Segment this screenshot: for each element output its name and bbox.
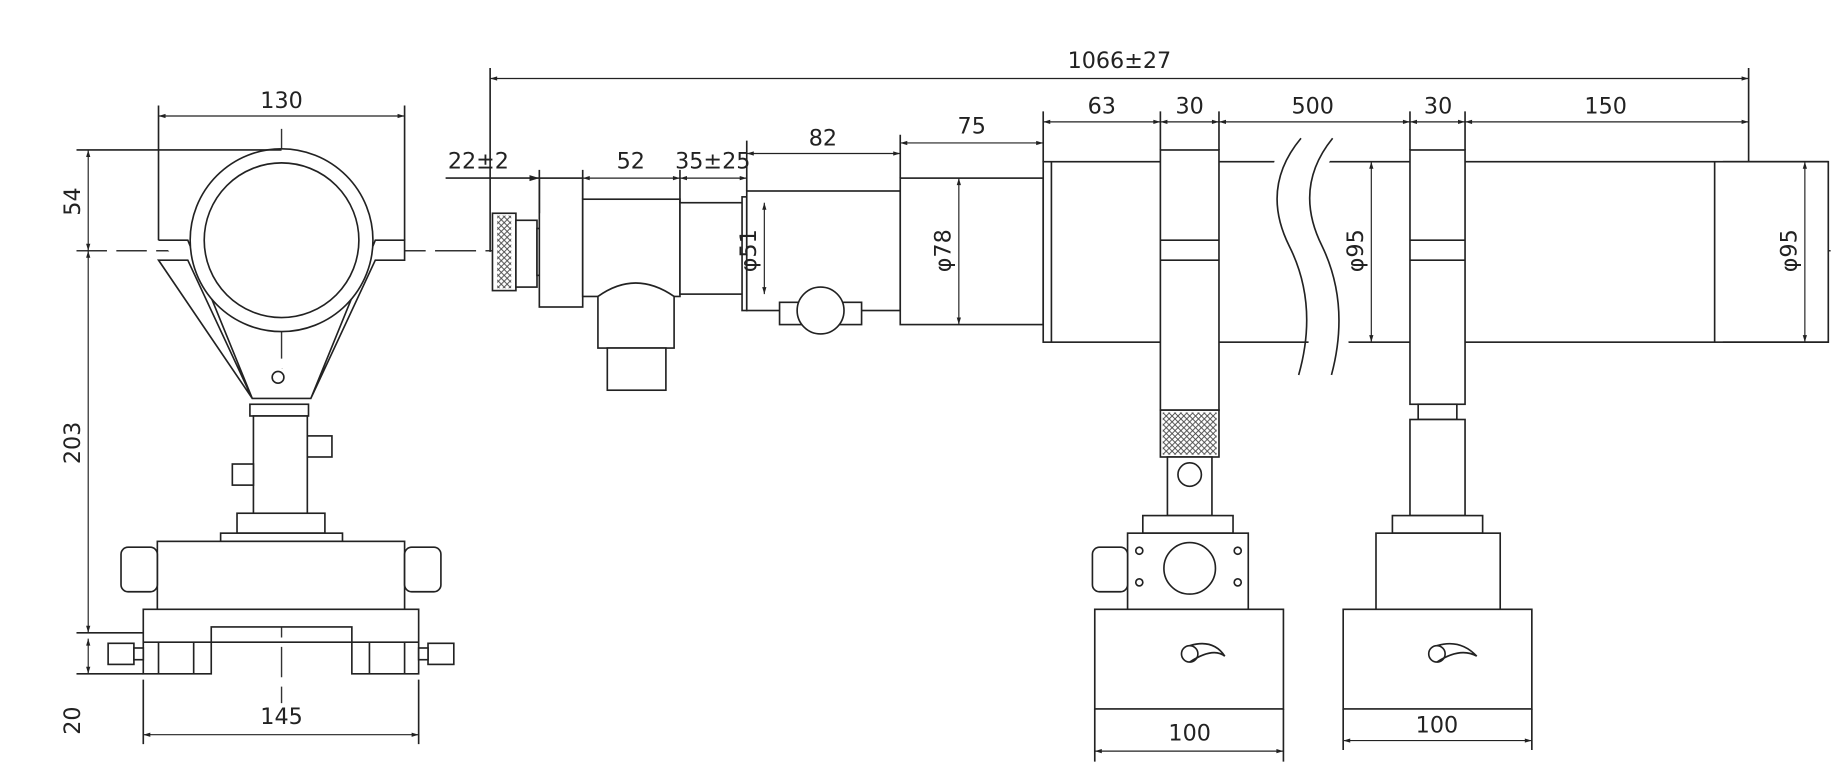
dim-eyepiece: 22±2 (448, 149, 509, 175)
side-view: 130 54 203 20 145 (60, 88, 458, 745)
dim-section-d: 75 (958, 114, 986, 140)
lock-lever-icon[interactable] (1180, 642, 1226, 663)
dim-base1: 100 (1168, 721, 1210, 747)
dim-base2: 100 (1416, 712, 1458, 738)
dim-dia-95-mid: φ95 (1343, 229, 1369, 272)
dim-tube-end: 150 (1584, 94, 1626, 120)
dim-height-main: 203 (60, 422, 86, 464)
dim-width-top: 130 (260, 88, 302, 114)
dim-dia-51: φ51 (736, 229, 762, 272)
dim-height-top: 54 (60, 187, 86, 215)
dim-dia-95-end: φ95 (1777, 229, 1803, 272)
dim-ring2: 30 (1424, 94, 1452, 120)
dim-section-b: 35±25 (675, 149, 750, 175)
lock-lever-icon[interactable] (1427, 642, 1478, 663)
dim-section-c: 82 (809, 125, 837, 151)
front-view: 1066±27 22±2 52 35±25 82 75 63 30 500 30… (445, 48, 1838, 762)
dim-section-a: 52 (617, 149, 645, 175)
dim-height-base: 20 (60, 706, 86, 734)
dim-tube-mid: 500 (1291, 94, 1333, 120)
dim-ring1: 30 (1176, 94, 1204, 120)
dim-seg-63: 63 (1088, 94, 1116, 120)
dim-overall: 1066±27 (1068, 48, 1172, 74)
dim-dia-78: φ78 (931, 229, 957, 272)
dim-width-base: 145 (260, 704, 302, 730)
